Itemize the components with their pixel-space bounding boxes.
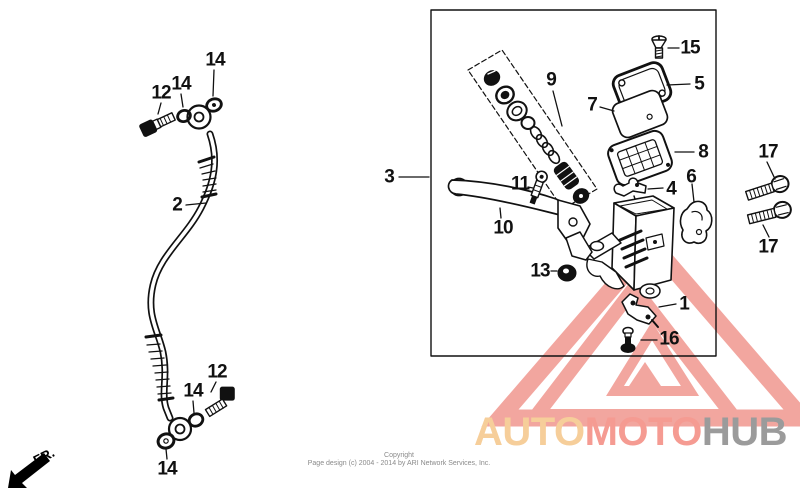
reservoir-screw-part: [651, 35, 667, 59]
watermark-wordmark: AUTOMOTOHUB: [474, 410, 788, 454]
boot-part: [557, 264, 577, 282]
callout-flange-bolt-17-lower[interactable]: 17: [758, 236, 778, 258]
piston-set-parts: [483, 70, 590, 204]
copyright-footer: Copyright Page design (c) 2004 - 2014 by…: [299, 452, 499, 468]
lever-pivot-part: [613, 177, 647, 203]
callout-diaphragm-8[interactable]: 8: [698, 141, 709, 163]
callout-brake-hose-2[interactable]: 2: [172, 194, 183, 216]
callout-sealing-washer-14-lower[interactable]: 14: [157, 458, 177, 480]
diaphragm-part: [607, 129, 673, 187]
callout-bracket-1[interactable]: 1: [679, 293, 690, 315]
watermark-moto: MOTO: [584, 410, 703, 454]
callout-sealing-washer-14-upper[interactable]: 14: [171, 73, 191, 95]
callout-pivot-bolt-11[interactable]: 11: [510, 173, 530, 195]
watermark-auto: AUTO: [474, 410, 585, 454]
callout-banjo-bolt-12-lower[interactable]: 12: [207, 361, 227, 383]
flange-bolt-lower-part: [746, 200, 792, 225]
top-washer-part: [205, 97, 223, 113]
watermark-triangle-icon: [481, 229, 800, 427]
copyright-line1: Copyright: [384, 452, 414, 459]
middle-sealing-washer-part: [187, 412, 205, 428]
master-cylinder-body-part: [583, 195, 675, 299]
callout-stopper-bolt-16[interactable]: 16: [659, 328, 679, 350]
fr-direction-arrow-icon: [8, 453, 50, 488]
callout-washer-14-top[interactable]: 14: [205, 49, 225, 71]
left-leader-lines: [157, 69, 217, 460]
diaphragm-plate-part: [611, 89, 669, 139]
callout-boot-13[interactable]: 13: [530, 260, 550, 282]
callout-clamp-half-6[interactable]: 6: [686, 166, 697, 188]
watermark-hub: HUB: [701, 410, 788, 454]
parts-box-frame: [430, 9, 717, 357]
upper-banjo-bolt-part: [139, 112, 176, 137]
callout-brake-lever-10[interactable]: 10: [493, 217, 513, 239]
lower-sealing-washer-part: [156, 432, 176, 450]
callout-banjo-bolt-12-upper[interactable]: 12: [151, 82, 171, 104]
pivot-bolt-part: [529, 170, 548, 205]
callout-diaphragm-plate-7[interactable]: 7: [587, 94, 598, 116]
right-leader-lines: [398, 47, 776, 341]
lower-banjo-bolt-part: [204, 386, 235, 418]
bracket-part: [621, 293, 659, 328]
callout-reservoir-cap-5[interactable]: 5: [694, 73, 705, 95]
brake-lever-part: [447, 177, 593, 261]
callout-sealing-washer-14-middle[interactable]: 14: [183, 380, 203, 402]
callout-master-cylinder-assy-3[interactable]: 3: [384, 166, 395, 188]
clamp-half-part: [679, 200, 713, 245]
callout-piston-set-9[interactable]: 9: [546, 69, 557, 91]
callout-flange-bolt-17-upper[interactable]: 17: [758, 141, 778, 163]
callout-lever-pivot-4[interactable]: 4: [666, 178, 677, 200]
piston-set-boundary: [467, 49, 598, 210]
brake-hose-part: [144, 104, 219, 442]
copyright-line2: Page design (c) 2004 - 2014 by ARI Netwo…: [307, 460, 491, 467]
callout-screw-15[interactable]: 15: [680, 37, 700, 59]
stopper-bolt-part: [620, 326, 636, 353]
flange-bolt-upper-part: [744, 174, 790, 201]
upper-sealing-washer-part: [176, 108, 192, 124]
